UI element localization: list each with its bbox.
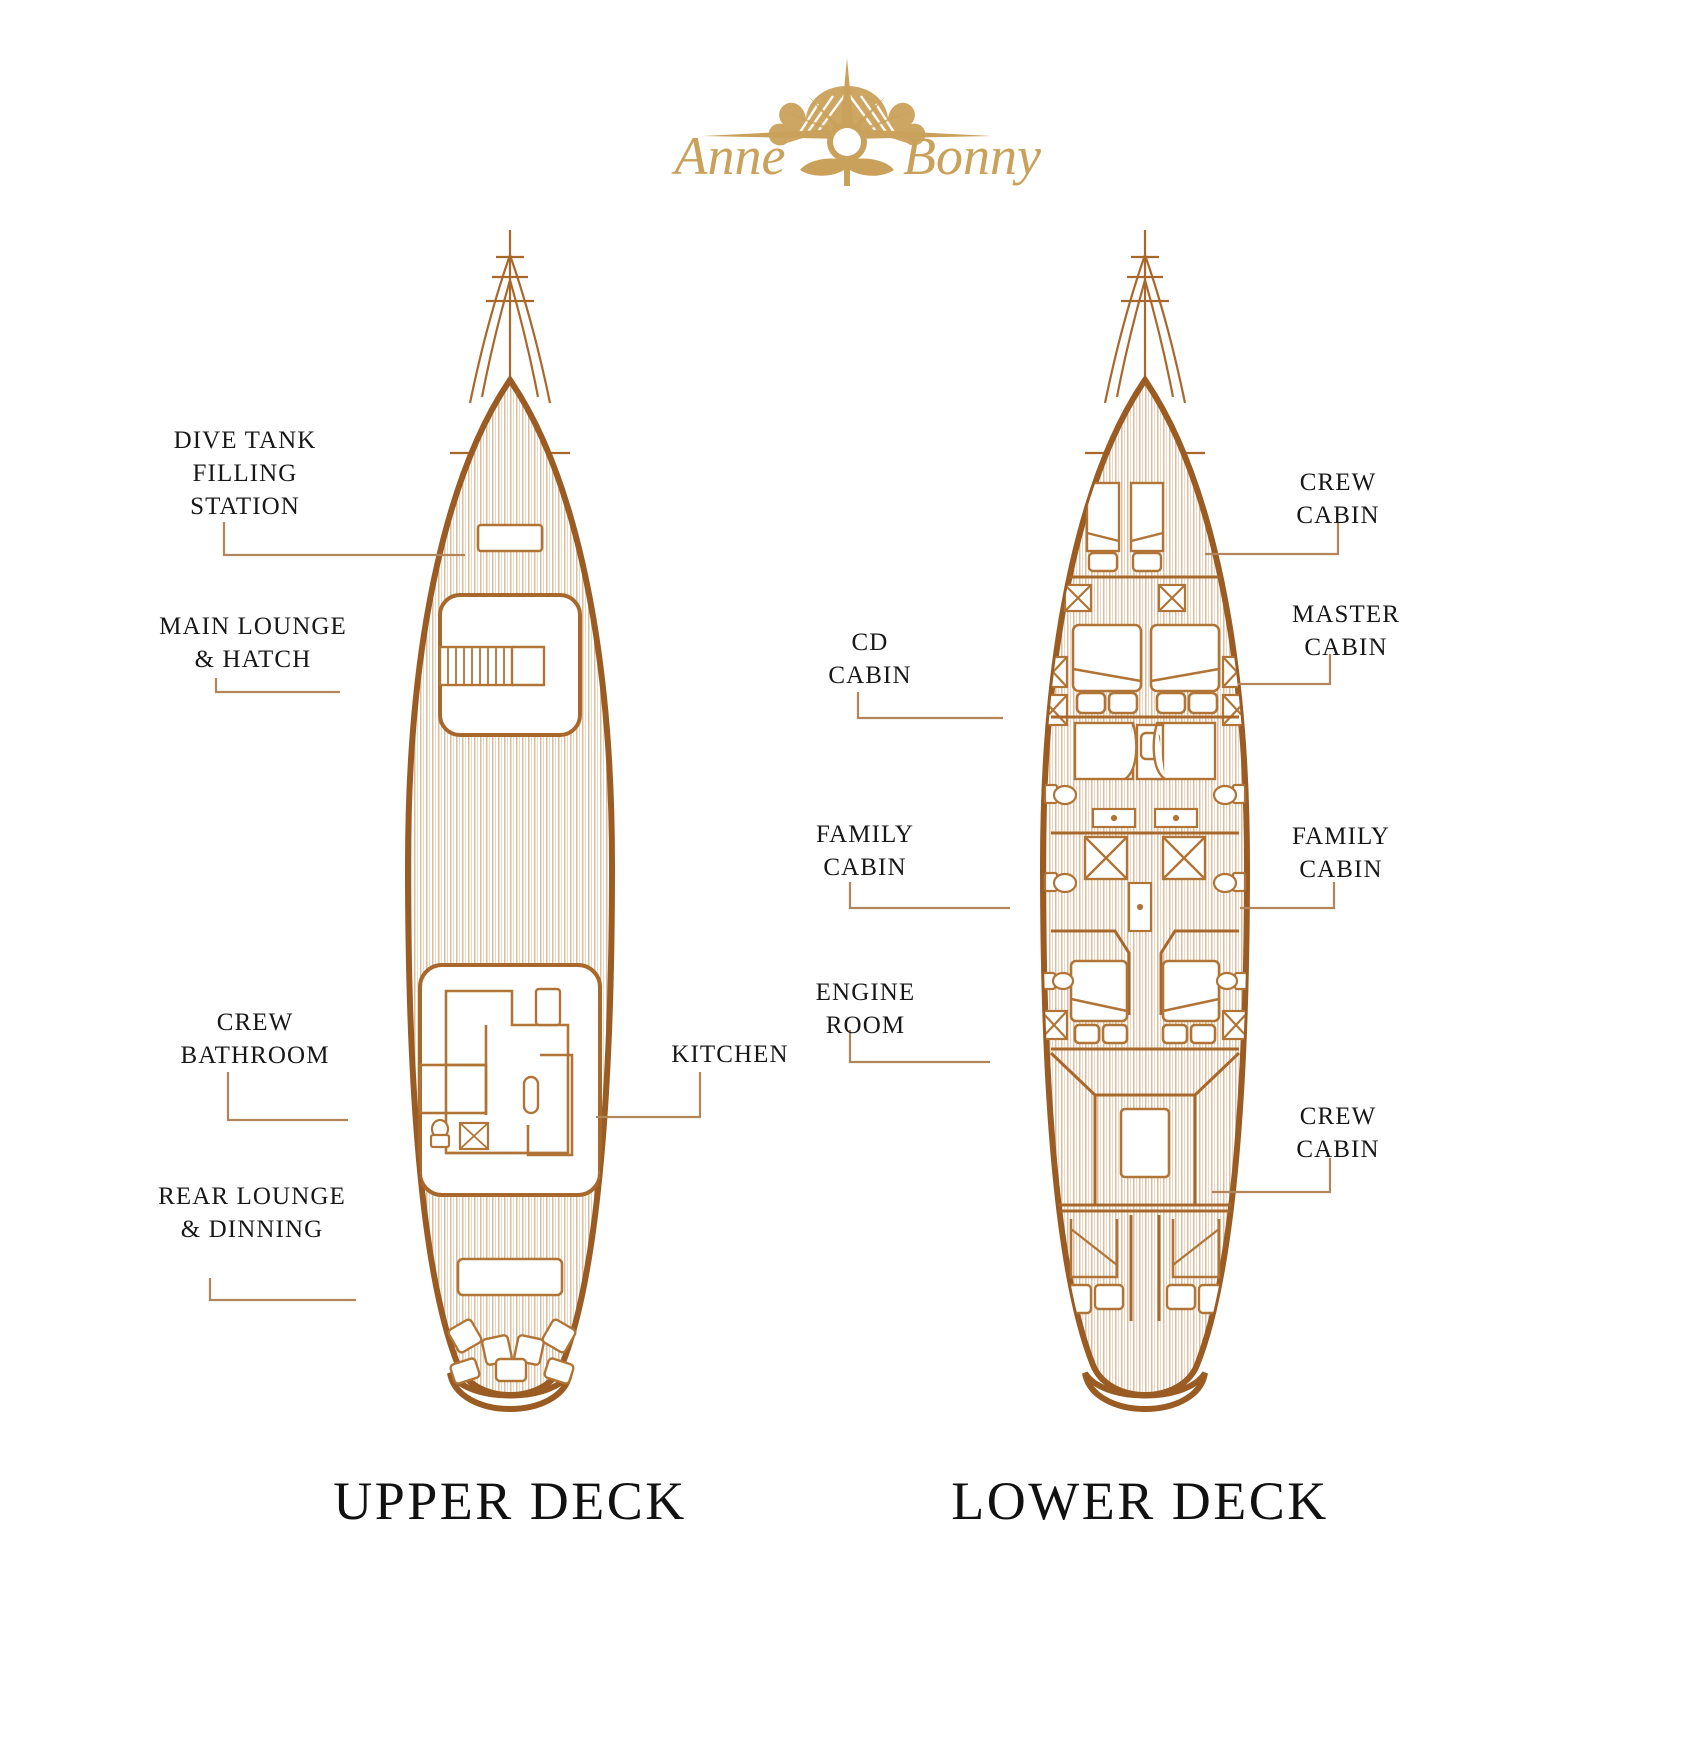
crew-cabin-bow-area xyxy=(1051,481,1239,579)
master-cd-cabin-area xyxy=(1043,583,1247,933)
engine-room-area xyxy=(1049,1051,1241,1207)
engine-block xyxy=(1119,1107,1171,1179)
deck-title-lower: LOWER DECK xyxy=(951,1471,1329,1531)
lower-deck-drawing xyxy=(1039,230,1251,1412)
stern-cushions xyxy=(447,1318,577,1385)
label-crew-bathroom: CREW BATHROOM xyxy=(180,1009,330,1069)
label-engine-room: ENGINE ROOM xyxy=(815,979,916,1039)
brand-word-right: Bonny xyxy=(903,126,1041,186)
galley-counter xyxy=(534,987,562,1027)
galley-run xyxy=(526,1053,574,1157)
label-family-cabin-right: FAMILY CABIN xyxy=(1291,823,1391,883)
label-cd-cabin: CD CABIN xyxy=(828,629,912,689)
label-main-lounge-hatch: MAIN LOUNGE & HATCH xyxy=(159,613,347,673)
rear-lounge-seating xyxy=(456,1257,564,1297)
shower-fixture xyxy=(458,1121,490,1151)
label-rear-lounge-dinning: REAR LOUNGE & DINNING xyxy=(158,1183,346,1243)
family-cabins-area xyxy=(1043,929,1247,1051)
deck-title-upper: UPPER DECK xyxy=(333,1471,687,1531)
main-lounge-hatch-area xyxy=(438,593,582,737)
galley-sink xyxy=(522,1075,540,1115)
label-dive-tank-filling-station: DIVE TANK FILLING STATION xyxy=(173,427,317,520)
lower-deck-interior xyxy=(1043,481,1247,1321)
upper-deck-interior xyxy=(418,523,602,1297)
compass-rose-shell-icon: Anne Bonny xyxy=(671,58,1041,186)
toilet-fixture xyxy=(429,1118,451,1149)
label-crew-cabin-stern: CREW CABIN xyxy=(1296,1103,1380,1163)
saloon-galley-block xyxy=(418,963,602,1197)
crew-cabin-stern-area xyxy=(1051,1209,1239,1321)
label-crew-cabin-bow: CREW CABIN xyxy=(1296,469,1380,529)
bowsprit-rigging-lower xyxy=(1085,230,1205,455)
brand-word-left: Anne xyxy=(671,126,785,186)
brand-logo: Anne Bonny xyxy=(0,52,1693,187)
label-kitchen: KITCHEN xyxy=(671,1041,789,1068)
dive-tank-station-fixture xyxy=(476,523,544,553)
upper-deck-drawing xyxy=(404,230,616,1412)
label-family-cabin-left: FAMILY CABIN xyxy=(815,821,915,881)
label-master-cabin: MASTER CABIN xyxy=(1291,601,1400,661)
